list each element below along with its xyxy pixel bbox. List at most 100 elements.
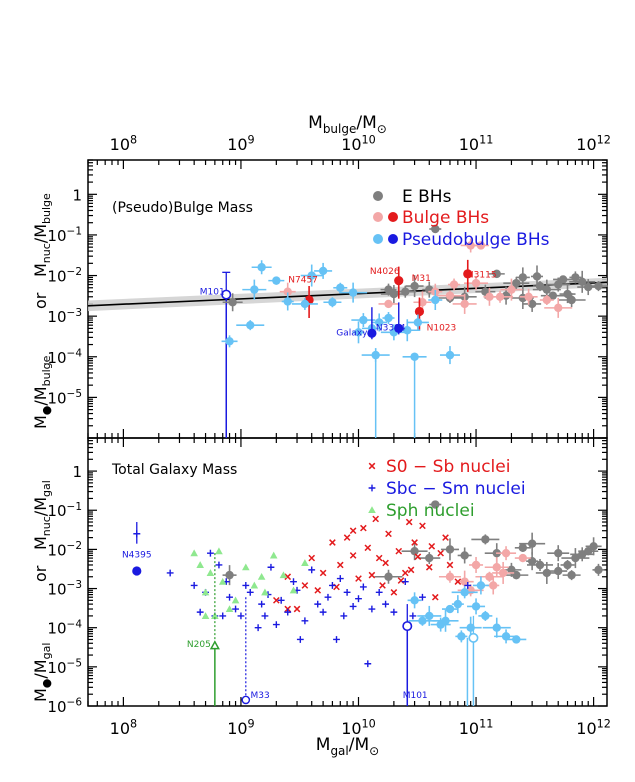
bottom-ytick-label: 10−5 xyxy=(47,658,82,677)
sph-nucleus-point xyxy=(242,563,250,571)
bottom-legend-label: Sbc − Sm nuclei xyxy=(386,479,526,499)
top-ylabel-part: Mnuc/Mbulge xyxy=(31,193,53,277)
sbc-sm-nucleus-point xyxy=(272,621,280,628)
e-bh-point xyxy=(571,273,580,282)
sbc-sm-nucleus-point xyxy=(375,588,383,596)
top-xtick-label-top: 1010 xyxy=(341,133,376,154)
bottom-annotation: M33 xyxy=(250,691,269,701)
bottom-legend-marker xyxy=(368,506,376,514)
pseudo-bh-point xyxy=(425,611,434,621)
s0-sb-nucleus-point xyxy=(372,515,380,523)
s0-sb-nucleus-point xyxy=(293,605,301,613)
sbc-sm-nucleus-point xyxy=(258,600,266,608)
sbc-sm-nucleus-point xyxy=(314,600,322,608)
bottom-xtick-label: 1011 xyxy=(459,717,494,738)
s0-sb-nucleus-point xyxy=(446,561,454,569)
e-bh-point xyxy=(507,565,516,575)
sbc-sm-nucleus-point xyxy=(207,549,214,557)
sbc-sm-nucleus-point xyxy=(254,624,262,632)
s0-sb-nucleus-point xyxy=(360,524,367,532)
sph-nucleus-point xyxy=(218,577,227,585)
e-bh-point xyxy=(481,535,490,544)
s0-sb-nucleus-point xyxy=(419,522,426,530)
pseudo-bh-point xyxy=(471,602,481,611)
e-bh-point xyxy=(431,224,440,234)
s0-sb-nucleus-point xyxy=(428,542,436,550)
pseudo-bh-point xyxy=(476,581,486,590)
sph-nucleus-point xyxy=(250,581,259,589)
bulge-bh-point xyxy=(384,299,393,309)
s0-sb-nucleus-point xyxy=(375,554,383,562)
top-ytick-label: 10−2 xyxy=(47,266,82,285)
fit-line xyxy=(87,281,608,307)
s0-sb-nucleus-point xyxy=(437,549,444,557)
n4395-bh-point xyxy=(132,566,142,576)
top-xtick-label-top: 108 xyxy=(110,133,137,154)
sbc-sm-nucleus-point xyxy=(196,608,204,616)
pseudo-named-point xyxy=(394,323,404,333)
bottom-legend-marker xyxy=(368,484,376,492)
sph-nucleus-point xyxy=(289,586,298,594)
top-ytick-label: 10−4 xyxy=(47,347,82,366)
s0-sb-nucleus-point xyxy=(272,596,280,604)
e-bh-point xyxy=(425,553,434,563)
e-bh-point xyxy=(225,570,234,580)
top-annotation: N3115 xyxy=(467,270,497,280)
bottom-xlabel: Mgal/M⊙ xyxy=(316,735,379,758)
bottom-ytick-label: 10−2 xyxy=(47,540,82,559)
e-bh-point xyxy=(584,546,593,556)
top-legend-label: E BHs xyxy=(402,187,452,207)
bottom-frame xyxy=(87,437,608,707)
n4395-nucleus-point xyxy=(133,530,141,538)
top-legend-label: Bulge BHs xyxy=(402,208,489,228)
pseudo-bh-point xyxy=(272,276,281,285)
s0-sb-nucleus-point xyxy=(431,593,439,601)
bottom-ylabel-part: or xyxy=(31,565,50,582)
s0-sb-nucleus-point xyxy=(379,582,386,589)
s0-sb-nucleus-point xyxy=(454,578,462,585)
sbc-sm-nucleus-point xyxy=(261,612,269,620)
s0-sb-nucleus-point xyxy=(329,539,336,546)
s0-sb-nucleus-point xyxy=(411,539,418,546)
sbc-sm-nucleus-point xyxy=(237,612,245,620)
e-bh-point xyxy=(558,275,568,284)
sph-nucleus-point xyxy=(201,612,210,619)
sbc-sm-nucleus-point xyxy=(215,561,223,569)
top-legend-marker xyxy=(373,212,383,222)
bulge-bh-point xyxy=(554,303,563,313)
s0-sb-nucleus-point xyxy=(343,534,351,541)
sbc-sm-nucleus-point xyxy=(382,600,389,608)
bulge-bh-point xyxy=(476,241,486,250)
pseudo-bh-point xyxy=(300,299,310,309)
s0-sb-nucleus-point xyxy=(301,582,309,589)
e-bh-point xyxy=(527,556,537,566)
top-ytick-label: 1 xyxy=(72,186,82,204)
s0-sb-nucleus-point xyxy=(442,534,449,541)
pseudo-bh-point xyxy=(445,350,455,360)
bottom-ylabel-part: M●/Mgal xyxy=(31,643,53,702)
sbc-sm-nucleus-point xyxy=(336,575,344,582)
sbc-sm-nucleus-point xyxy=(364,660,372,668)
s0-sb-nucleus-point xyxy=(368,571,376,579)
pseudo-bh-point xyxy=(457,632,466,641)
bulge-bh-point xyxy=(460,299,469,309)
bottom-annotation: M101 xyxy=(403,691,428,701)
pseudo-bh-point xyxy=(348,288,358,297)
e-bh-point xyxy=(410,546,419,556)
e-bh-point xyxy=(535,560,545,570)
e-bh-point xyxy=(518,543,528,552)
e-bh-point xyxy=(228,298,237,307)
e-bh-point xyxy=(384,572,393,581)
pseudo-bh-point xyxy=(441,616,450,626)
m101-open-circle xyxy=(221,289,232,300)
e-bh-point xyxy=(571,553,580,563)
pseudo-bh-point xyxy=(501,632,511,641)
pseudo-bh-point xyxy=(413,318,423,327)
top-legend-marker-2 xyxy=(388,234,398,244)
bulge-bh-point xyxy=(507,285,516,294)
bulge-bh-point xyxy=(283,287,292,296)
bottom-ytick-label: 1 xyxy=(72,463,82,481)
pseudo-bh-point xyxy=(359,315,368,325)
top-xtick-label-top: 109 xyxy=(227,133,254,154)
